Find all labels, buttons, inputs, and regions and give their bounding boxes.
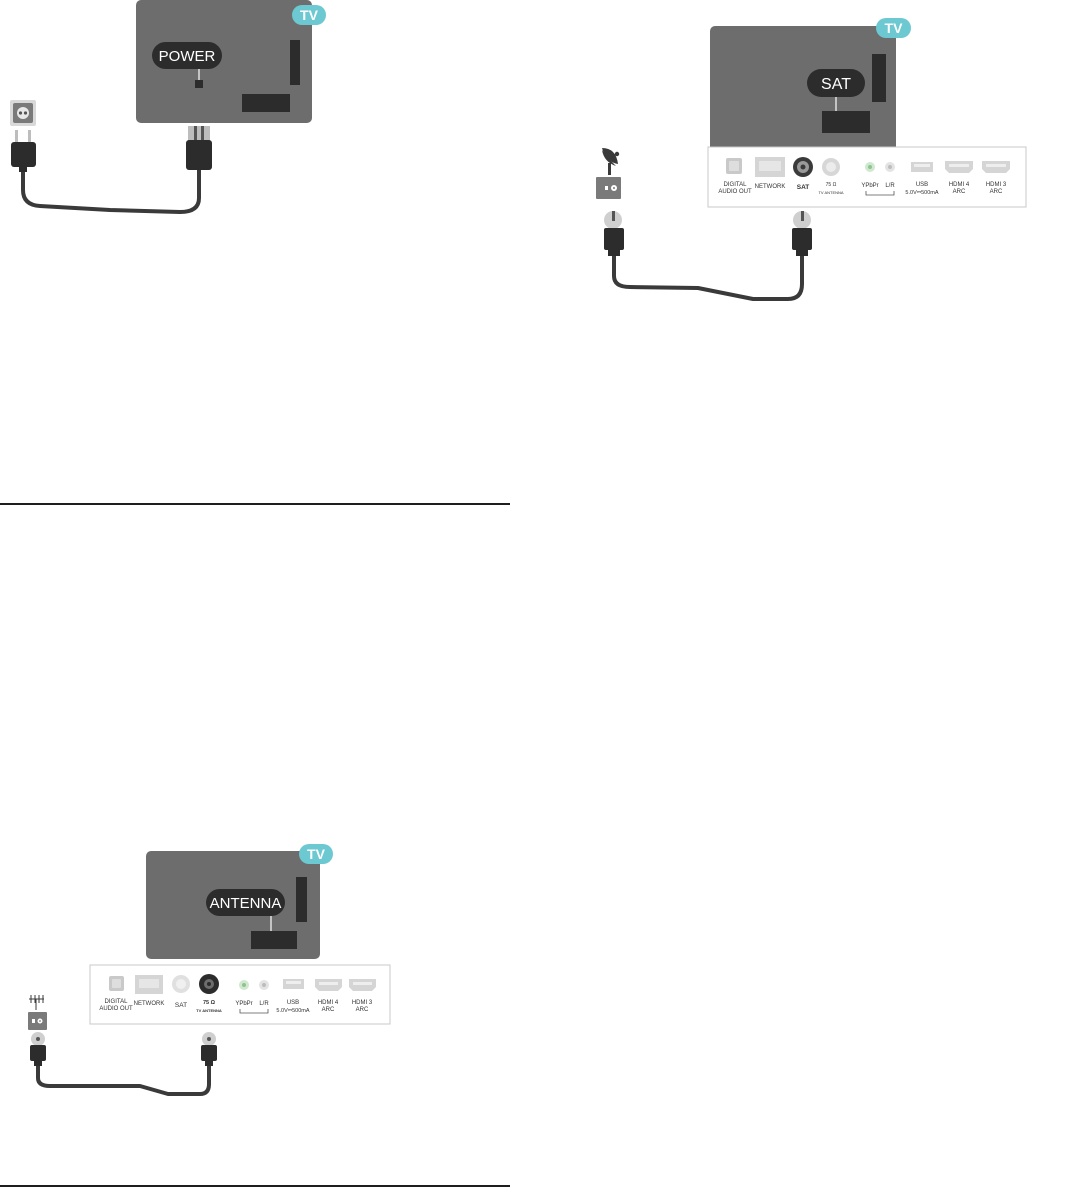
usb-label: USB — [916, 182, 928, 188]
hdmi4-label: HDMI 4 — [949, 182, 970, 188]
sat-label-pill — [807, 69, 865, 97]
usb-label: USB — [287, 1000, 299, 1006]
sat-port-icon — [172, 975, 190, 993]
network-port-icon — [755, 157, 785, 177]
power-label: POWER — [159, 48, 216, 65]
hdmi4-label-2: ARC — [953, 189, 966, 195]
ypbpr-port-icon — [865, 162, 875, 172]
power-connection-figure: POWER TV — [0, 0, 340, 230]
antenna-wall-socket-icon — [28, 1012, 47, 1030]
ypbpr-label: YPbPr — [235, 1001, 252, 1007]
antenna-label: ANTENNA — [210, 895, 282, 912]
network-port-icon — [135, 975, 163, 994]
lr-label: L/R — [259, 1001, 269, 1007]
ypbpr-label: YPbPr — [861, 183, 878, 189]
section-divider-bottom — [0, 1185, 510, 1187]
hdmi3-label-2: ARC — [356, 1007, 369, 1013]
hdmi4-label-2: ARC — [322, 1007, 335, 1013]
lr-label: L/R — [885, 183, 895, 189]
sat-port-label: SAT — [175, 1002, 187, 1009]
hdmi3-label: HDMI 3 — [352, 1000, 373, 1006]
satellite-connection-figure: SAT TV DIGITAL AUDIO OUT NETWORK SAT 75 … — [588, 14, 1038, 304]
tv-badge — [292, 5, 326, 25]
connector-panel — [89, 964, 391, 1025]
tv-badge-label: TV — [300, 7, 319, 23]
wall-socket-icon — [10, 100, 36, 126]
tv-bottom-block — [242, 94, 290, 112]
cable-connector-right-icon — [201, 1032, 217, 1066]
hdmi3-port-icon — [349, 979, 376, 991]
hdmi4-label: HDMI 4 — [318, 1000, 339, 1006]
power-label-pill — [152, 42, 222, 69]
tv-back-panel — [136, 0, 312, 123]
wall-plug-icon — [11, 130, 36, 172]
audio-video-bracket — [865, 191, 895, 196]
sat-port-icon — [793, 157, 813, 177]
sat-wall-socket-icon — [596, 177, 621, 199]
antenna-port-icon — [822, 158, 840, 176]
tv-side-slot — [872, 54, 886, 102]
lr-port-icon — [259, 980, 269, 990]
audio-video-bracket — [239, 1009, 269, 1014]
tv-back-panel — [710, 26, 896, 152]
digital-audio-out-port-icon — [726, 158, 742, 174]
antenna-label-pill — [206, 889, 285, 916]
satellite-cable — [612, 256, 804, 301]
section-divider — [0, 503, 510, 505]
digital-audio-out-label-2: AUDIO OUT — [99, 1006, 133, 1012]
antenna-port-icon — [199, 974, 219, 994]
antenna-port-label-2: TV ANTENNA — [818, 190, 843, 195]
usb-port-icon — [911, 162, 933, 172]
tv-badge-label: TV — [885, 20, 904, 36]
hdmi3-label: HDMI 3 — [986, 182, 1007, 188]
tv-side-slot — [290, 40, 300, 85]
digital-audio-out-label-2: AUDIO OUT — [718, 189, 752, 195]
antenna-icon — [29, 995, 44, 1010]
cable-connector-left-icon — [30, 1032, 46, 1066]
network-label: NETWORK — [134, 1001, 165, 1007]
satellite-dish-icon — [602, 148, 620, 175]
usb-port-icon — [283, 979, 304, 989]
cable-connector-left-icon — [604, 211, 624, 256]
tv-bottom-block — [251, 931, 297, 949]
lr-port-icon — [885, 162, 895, 172]
hdmi3-label-2: ARC — [990, 189, 1003, 195]
tv-bottom-block — [822, 111, 870, 133]
power-cable — [21, 170, 201, 214]
tv-side-slot — [296, 877, 307, 922]
antenna-connection-figure: ANTENNA TV DIGITAL AUDIO OUT NETWORK SAT… — [0, 840, 400, 1100]
cable-connector-right-icon — [792, 211, 812, 256]
digital-audio-out-port-icon — [109, 976, 124, 991]
usb-label-2: 5.0V⎓500mA — [276, 1008, 309, 1014]
hdmi4-port-icon — [945, 161, 973, 173]
digital-audio-out-label: DIGITAL — [724, 182, 748, 188]
tv-badge — [876, 18, 911, 38]
tv-plug-icon — [186, 126, 212, 170]
sat-label: SAT — [821, 76, 851, 93]
sat-port-label: SAT — [797, 184, 810, 191]
tv-badge-label: TV — [307, 846, 326, 862]
antenna-port-label: 75 Ω — [203, 1000, 216, 1006]
tv-power-socket — [195, 80, 203, 88]
tv-badge — [299, 844, 333, 864]
digital-audio-out-label: DIGITAL — [105, 999, 129, 1005]
hdmi4-port-icon — [315, 979, 342, 991]
antenna-port-label: 75 Ω — [826, 182, 837, 188]
network-label: NETWORK — [755, 184, 786, 190]
antenna-cable — [36, 1066, 211, 1096]
antenna-port-label-2: TV ANTENNA — [196, 1008, 222, 1013]
usb-label-2: 5.0V⎓500mA — [905, 190, 938, 196]
ypbpr-port-icon — [239, 980, 249, 990]
hdmi3-port-icon — [982, 161, 1010, 173]
